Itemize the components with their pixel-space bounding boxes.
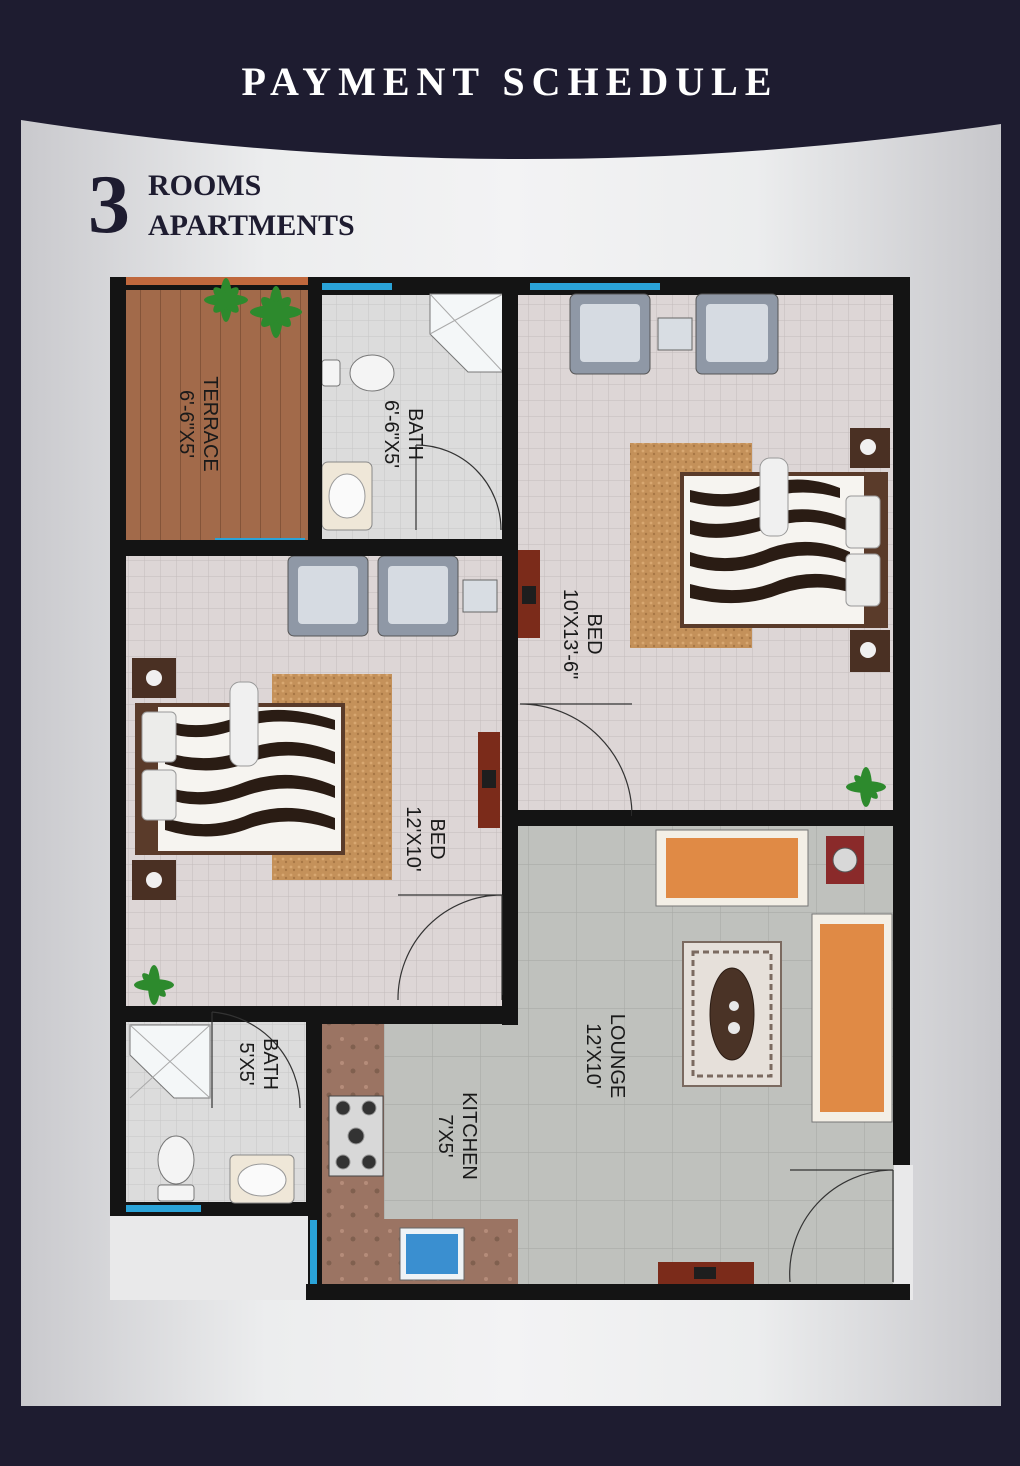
room-size: 6'-6"X5' — [175, 389, 197, 459]
rooms-count: 3 — [88, 158, 130, 251]
room-name: BED — [583, 613, 605, 655]
room-size: 7'X5' — [434, 1114, 456, 1158]
room-name: KITCHEN — [458, 1092, 480, 1180]
room-name: TERRACE — [199, 376, 221, 472]
room-name: BATH — [404, 408, 426, 460]
room-label-bath-top: BATH 6'-6"X5' — [379, 369, 427, 499]
room-label-terrace: TERRACE 6'-6"X5' — [174, 354, 222, 494]
heading-line-rooms: ROOMS — [148, 169, 262, 202]
room-label-lounge: LOUNGE 12'X10' — [581, 996, 629, 1116]
room-size: 5'X5' — [235, 1042, 257, 1086]
room-size: 12'X10' — [582, 1023, 604, 1089]
heading-line-apartments: APARTMENTS — [148, 209, 355, 242]
room-name: LOUNGE — [606, 1013, 628, 1099]
room-name: BED — [426, 818, 448, 860]
panel-top-curve — [21, 116, 1001, 160]
page-title: PAYMENT SCHEDULE — [241, 59, 779, 104]
room-name: BATH — [259, 1038, 281, 1090]
room-label-bed-right: BED 10'X13'-6" — [558, 569, 606, 699]
room-label-bath-bottom: BATH 5'X5' — [234, 1019, 282, 1109]
room-label-kitchen: KITCHEN 7'X5' — [433, 1076, 481, 1196]
room-size: 6'-6"X5' — [380, 399, 402, 469]
room-size: 12'X10' — [402, 806, 424, 872]
room-label-bed-left: BED 12'X10' — [401, 784, 449, 894]
room-size: 10'X13'-6" — [559, 588, 581, 680]
